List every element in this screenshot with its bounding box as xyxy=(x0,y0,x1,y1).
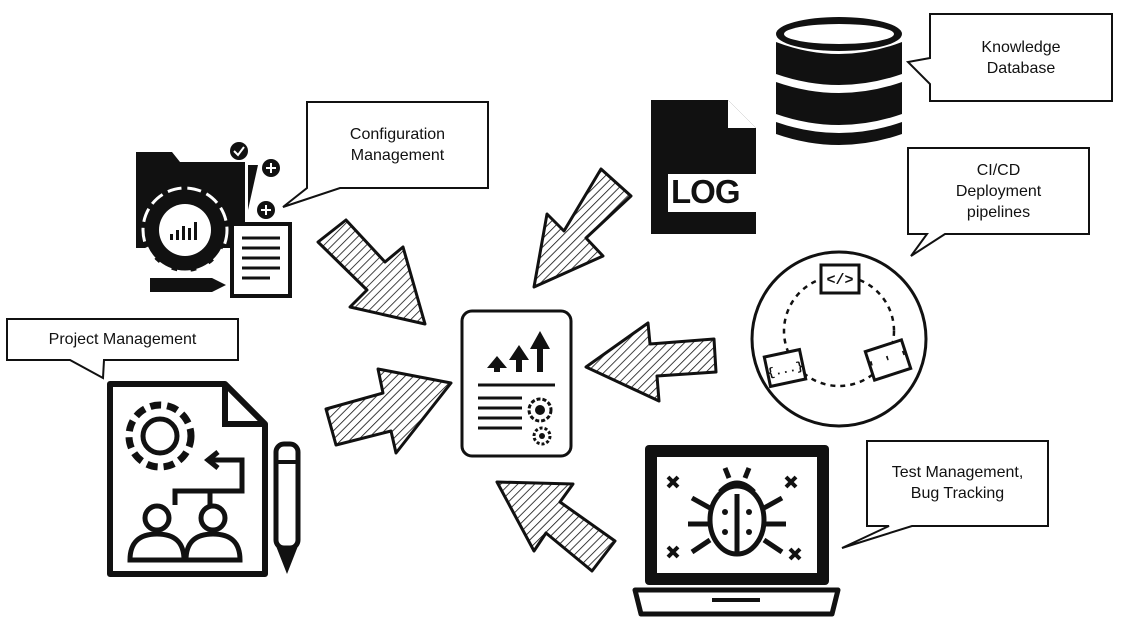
configuration-management-icon xyxy=(136,142,292,298)
log-label: LOG xyxy=(671,173,740,210)
callout-configuration-management xyxy=(282,101,489,208)
callout-test-management xyxy=(841,440,1049,549)
arrow-project-to-center xyxy=(324,367,453,455)
label-test-management: Test Management, Bug Tracking xyxy=(891,464,1024,502)
arrow-test-to-center xyxy=(495,480,617,573)
callout-project-management xyxy=(6,318,239,380)
check-icon xyxy=(230,142,248,160)
label-project-management: Project Management xyxy=(48,331,197,348)
label-configuration-management: Configuration Management xyxy=(349,126,446,164)
central-report-icon xyxy=(460,309,573,458)
bug-icon xyxy=(688,467,786,557)
arrow-cicd-to-center xyxy=(584,321,718,403)
label-cicd: CI/CD Deployment pipelines xyxy=(955,162,1042,221)
x-mark-icon xyxy=(666,475,802,561)
arrow-log-to-center xyxy=(532,167,633,289)
database-icon xyxy=(776,17,902,145)
team-people-icon xyxy=(127,503,243,563)
bug-tracking-laptop-icon xyxy=(632,445,841,617)
project-management-icon xyxy=(107,381,301,577)
log-file-icon xyxy=(651,100,756,234)
report-gear-icon xyxy=(527,397,553,446)
arrow-config-to-center xyxy=(316,218,427,326)
pencil-icon xyxy=(273,441,301,574)
config-gear-icon xyxy=(141,186,229,274)
callout-cicd xyxy=(907,147,1090,257)
project-gear-icon xyxy=(125,401,195,471)
callout-knowledge-database xyxy=(905,13,1113,102)
label-knowledge-database: Knowledge Database xyxy=(981,39,1061,77)
cicd-pipeline-icon xyxy=(750,250,928,428)
